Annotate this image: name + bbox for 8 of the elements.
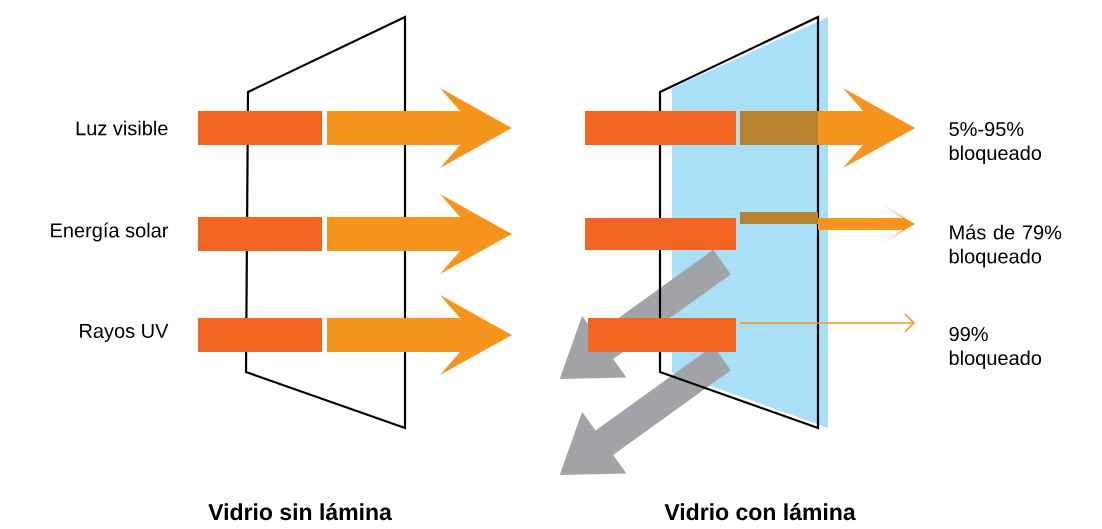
pane-caption: Vidrio sin lámina <box>208 503 392 521</box>
ray-label: Energía solar <box>51 222 169 242</box>
pane-caption: Vidrio con lámina <box>664 503 856 521</box>
blocked-label: 5%-95% bloqueado <box>949 121 1042 165</box>
ray-label: Rayos UV <box>80 324 169 342</box>
blocked-label: 99% bloqueado <box>949 326 1042 370</box>
blocked-label: Más de 79% bloqueado <box>949 224 1062 268</box>
ray-label: Luz visible <box>76 120 168 136</box>
